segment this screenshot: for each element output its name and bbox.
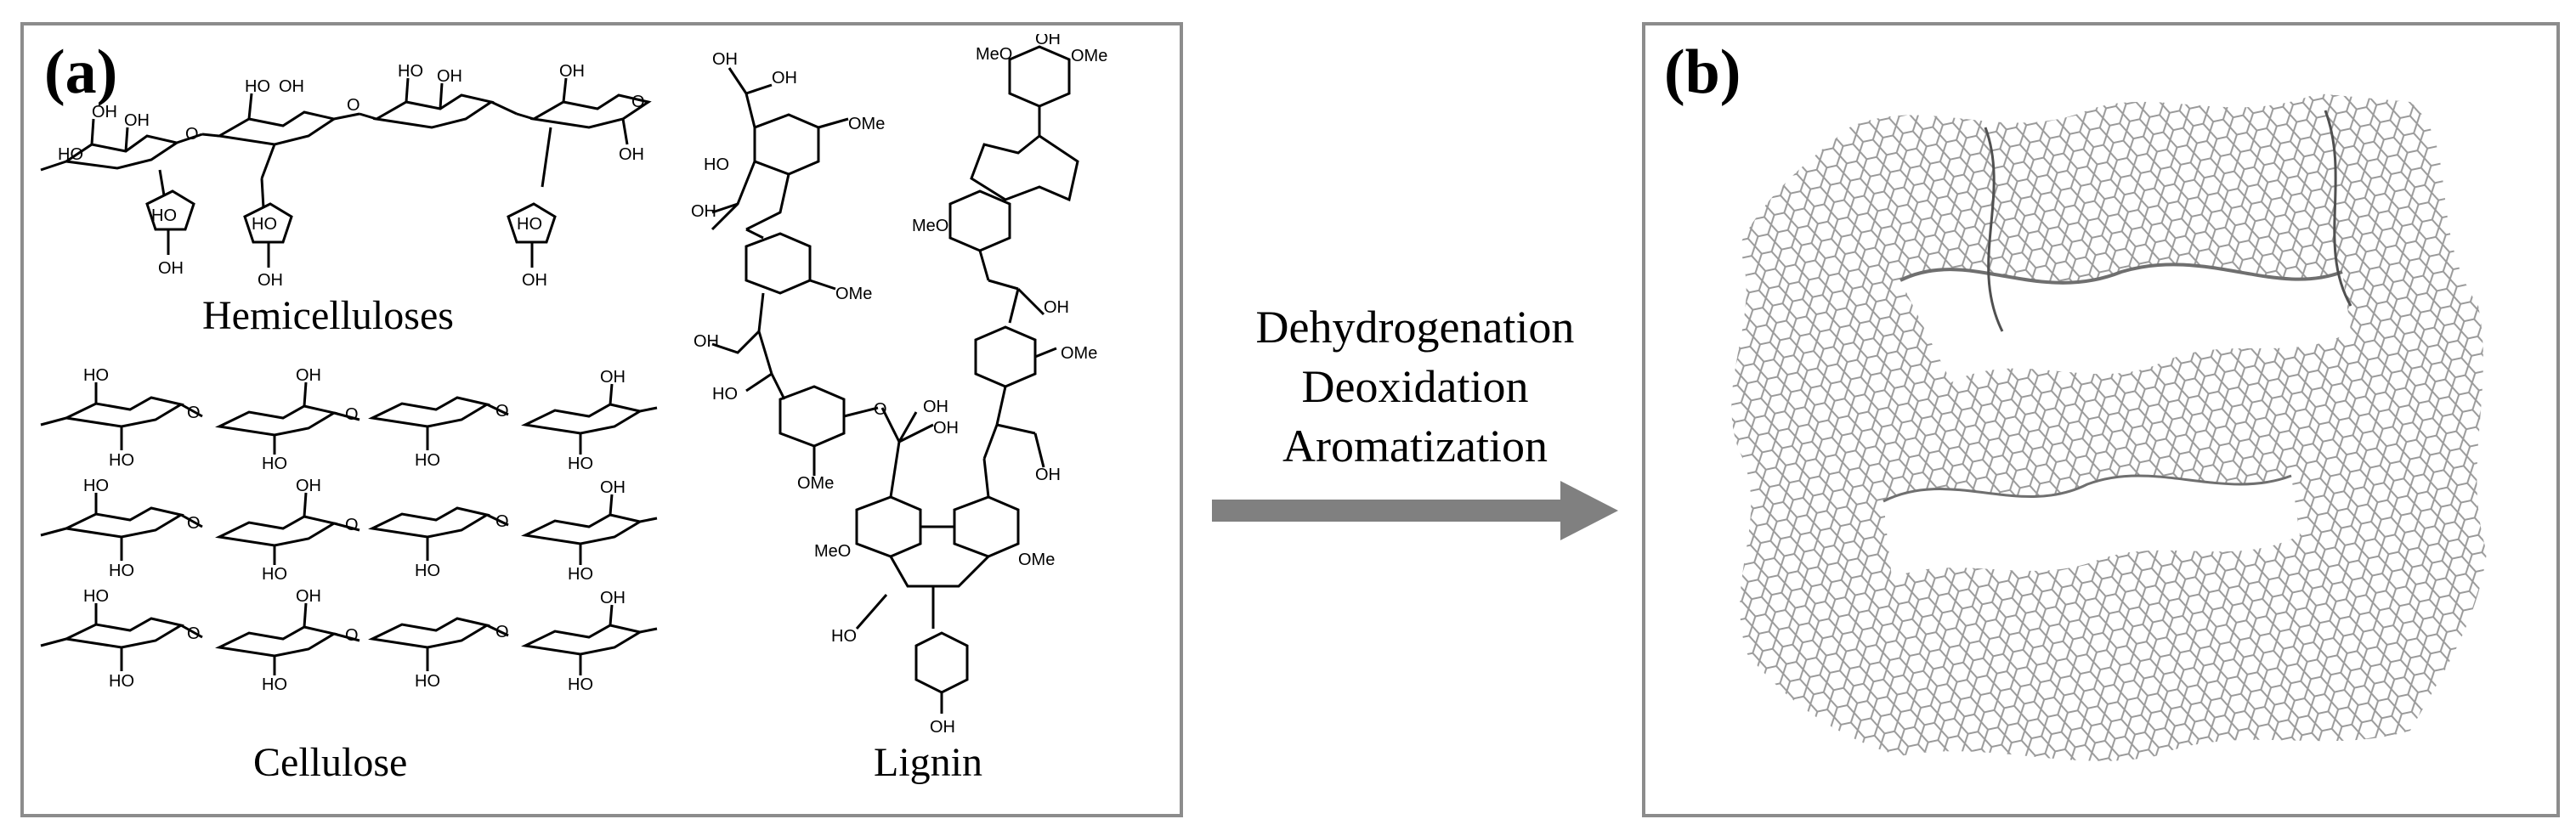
ho-label: HO bbox=[83, 477, 109, 495]
arrow-shaft bbox=[1212, 500, 1560, 522]
panel-b-carbon: (b) bbox=[1642, 22, 2560, 817]
meo-label: MeO bbox=[814, 542, 851, 561]
o-label: O bbox=[185, 125, 199, 144]
panel-a-label: (a) bbox=[44, 37, 118, 107]
ome-label: OMe bbox=[797, 474, 834, 493]
ho-label: HO bbox=[109, 451, 134, 470]
o-label: O bbox=[631, 93, 645, 111]
o-label: O bbox=[495, 402, 509, 421]
ho-label: HO bbox=[398, 62, 423, 81]
oh-label: OH bbox=[124, 111, 150, 130]
lignin-drawing: OH OH HO OMe OH OMe OH HO OMe O OH OH Me… bbox=[691, 34, 1107, 737]
oh-label: OH bbox=[619, 145, 644, 164]
ome-label: OMe bbox=[848, 115, 885, 133]
ho-label: HO bbox=[262, 565, 287, 584]
ho-label: HO bbox=[704, 155, 729, 174]
ho-label: HO bbox=[568, 565, 593, 584]
oh-label: OH bbox=[279, 77, 304, 96]
ho-label: HO bbox=[415, 451, 440, 470]
ho-label: HO bbox=[517, 215, 542, 234]
oh-label: OH bbox=[522, 271, 547, 290]
ho-label: HO bbox=[568, 455, 593, 473]
ho-label: HO bbox=[252, 215, 277, 234]
o-label: O bbox=[495, 623, 509, 641]
ho-label: HO bbox=[568, 675, 593, 694]
cellulose-drawing: HO HO O HO OH O HO O HO OH HO HO O HO OH… bbox=[40, 366, 658, 694]
ho-label: HO bbox=[58, 145, 83, 164]
lignin-structure: OH OH HO OMe OH OMe OH HO OMe O OH OH Me… bbox=[678, 34, 1154, 739]
oh-label: OH bbox=[772, 69, 797, 88]
cellulose-caption: Cellulose bbox=[253, 740, 408, 785]
oh-label: OH bbox=[712, 50, 738, 69]
o-label: O bbox=[345, 405, 359, 424]
panel-a-biomass: (a) bbox=[20, 22, 1183, 817]
process-arrow bbox=[1212, 481, 1618, 540]
o-label: O bbox=[347, 96, 360, 115]
arrow-head bbox=[1560, 481, 1618, 540]
process-step-deoxidation: Deoxidation bbox=[1301, 361, 1529, 412]
oh-label: OH bbox=[1044, 298, 1069, 317]
oh-label: OH bbox=[933, 419, 959, 438]
oh-label: OH bbox=[92, 103, 117, 121]
ho-label: HO bbox=[712, 385, 738, 404]
ho-label: HO bbox=[151, 206, 177, 225]
oh-label: OH bbox=[600, 368, 626, 387]
ho-label: HO bbox=[415, 672, 440, 691]
oh-label: OH bbox=[296, 587, 321, 606]
graphene-sheets bbox=[1731, 93, 2487, 761]
ome-label: OMe bbox=[1071, 47, 1107, 65]
oh-label: OH bbox=[158, 259, 184, 278]
oh-label: OH bbox=[930, 718, 955, 737]
o-label: O bbox=[495, 512, 509, 531]
ho-label: HO bbox=[245, 77, 270, 96]
ho-label: HO bbox=[109, 562, 134, 580]
oh-label: OH bbox=[437, 67, 462, 86]
process-step-dehydrogenation: Dehydrogenation bbox=[1255, 302, 1575, 353]
o-label: O bbox=[874, 400, 887, 419]
cellulose-structure: HO HO O HO OH O HO O HO OH HO HO O HO OH… bbox=[32, 365, 661, 722]
hemicelluloses-drawing: OH OH HO O HO OH O HO OH OH OH O HO OH H… bbox=[40, 62, 652, 290]
ho-label: HO bbox=[109, 672, 134, 691]
oh-label: OH bbox=[296, 477, 321, 495]
oh-label: OH bbox=[258, 271, 283, 290]
ho-label: HO bbox=[415, 562, 440, 580]
process-step-aromatization: Aromatization bbox=[1282, 421, 1548, 472]
panel-b-label: (b) bbox=[1664, 37, 1741, 107]
carbon-network-drawing bbox=[1731, 93, 2487, 761]
oh-label: OH bbox=[600, 589, 626, 607]
ho-label: HO bbox=[83, 587, 109, 606]
process-steps: Dehydrogenation Deoxidation Aromatizatio… bbox=[1207, 297, 1623, 476]
ho-label: HO bbox=[262, 675, 287, 694]
ome-label: OMe bbox=[1061, 344, 1097, 363]
oh-label: OH bbox=[1035, 34, 1061, 48]
o-label: O bbox=[187, 514, 201, 533]
oh-label: OH bbox=[923, 398, 948, 416]
ho-label: HO bbox=[83, 366, 109, 385]
lignin-caption: Lignin bbox=[874, 740, 982, 785]
meo-label: MeO bbox=[912, 217, 948, 235]
ho-label: HO bbox=[831, 627, 857, 646]
o-label: O bbox=[187, 404, 201, 422]
oh-label: OH bbox=[1035, 466, 1061, 484]
oh-label: OH bbox=[296, 366, 321, 385]
o-label: O bbox=[345, 516, 359, 534]
hemicelluloses-caption: Hemicelluloses bbox=[202, 293, 454, 338]
hemicelluloses-structure: OH OH HO O HO OH O HO OH OH OH O HO OH H… bbox=[32, 51, 661, 306]
meo-label: MeO bbox=[976, 45, 1012, 64]
oh-label: OH bbox=[694, 332, 719, 351]
o-label: O bbox=[345, 626, 359, 645]
oh-label: OH bbox=[559, 62, 585, 81]
o-label: O bbox=[187, 624, 201, 643]
ome-label: OMe bbox=[835, 285, 872, 303]
ome-label: OMe bbox=[1018, 551, 1055, 569]
oh-label: OH bbox=[691, 202, 716, 221]
oh-label: OH bbox=[600, 478, 626, 497]
ho-label: HO bbox=[262, 455, 287, 473]
